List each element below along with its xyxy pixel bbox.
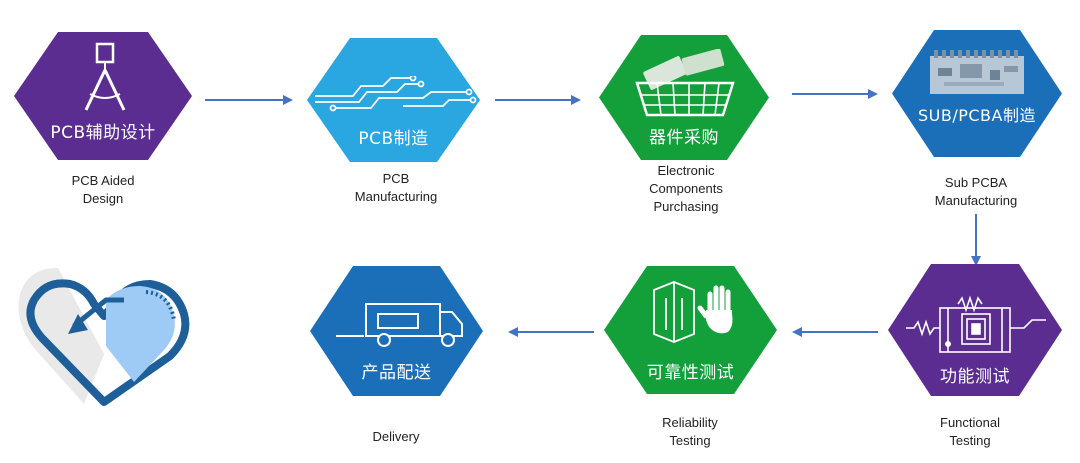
hex-label: 产品配送 — [361, 363, 432, 383]
flow-arrow-right — [495, 95, 581, 105]
caption-line: Purchasing — [653, 199, 719, 214]
caption-components-purchasing: Electronic Components Purchasing — [624, 162, 748, 216]
caption-line: Manufacturing — [934, 193, 1018, 208]
caption-line: PCB — [382, 171, 410, 186]
truck-icon — [336, 302, 466, 348]
step-hex-components-purchasing: 器件采购 — [599, 35, 769, 160]
hex-label: PCB制造 — [358, 129, 429, 149]
step-hex-functional-testing: 功能测试 — [888, 264, 1062, 396]
flow-arrow-left — [792, 327, 878, 337]
step-hex-reliability-testing: 可靠性测试 — [604, 266, 777, 394]
hand-test-icon — [648, 280, 740, 344]
caption-line: Testing — [949, 433, 991, 448]
hex-label: 功能测试 — [940, 367, 1010, 387]
hex-label: 器件采购 — [649, 128, 719, 148]
heart-return-icon — [14, 264, 194, 419]
caption-line: Reliability — [662, 415, 718, 430]
flow-arrow-right — [205, 95, 293, 105]
caption-line: Testing — [669, 433, 711, 448]
flow-arrow-right — [792, 89, 878, 99]
caption-line: PCB Aided — [71, 173, 135, 188]
circuit-traces-icon — [313, 76, 477, 116]
caption-line: Electronic — [657, 163, 715, 178]
chip-test-icon — [906, 294, 1046, 354]
caption-line: Components — [649, 181, 723, 196]
caption-pcb-aided-design: PCB Aided Design — [43, 172, 163, 208]
step-hex-delivery: 产品配送 — [310, 266, 483, 396]
caption-line: Delivery — [372, 429, 420, 444]
hex-label: SUB/PCBA制造 — [918, 106, 1036, 125]
flow-arrow-left — [508, 327, 594, 337]
caption-pcb-manufacturing: PCB Manufacturing — [334, 170, 458, 206]
flow-arrow-down — [971, 214, 981, 266]
hex-label: PCB辅助设计 — [50, 123, 156, 143]
basket-icon — [635, 49, 735, 119]
caption-delivery: Delivery — [334, 428, 458, 446]
caption-line: Functional — [940, 415, 1000, 430]
caption-functional-testing: Functional Testing — [910, 414, 1030, 450]
compass-icon — [78, 42, 132, 114]
caption-line: Design — [82, 191, 124, 206]
step-hex-pcb-manufacturing: PCB制造 — [307, 38, 480, 162]
step-hex-sub-pcba-manufacturing: SUB/PCBA制造 — [892, 30, 1062, 157]
caption-reliability-testing: Reliability Testing — [628, 414, 752, 450]
caption-line: Manufacturing — [354, 189, 438, 204]
caption-line: Sub PCBA — [944, 175, 1008, 190]
step-hex-pcb-aided-design: PCB辅助设计 — [14, 32, 192, 160]
pcb-board-icon — [930, 50, 1024, 96]
caption-sub-pcba-manufacturing: Sub PCBA Manufacturing — [914, 174, 1038, 210]
hex-label: 可靠性测试 — [646, 363, 735, 383]
